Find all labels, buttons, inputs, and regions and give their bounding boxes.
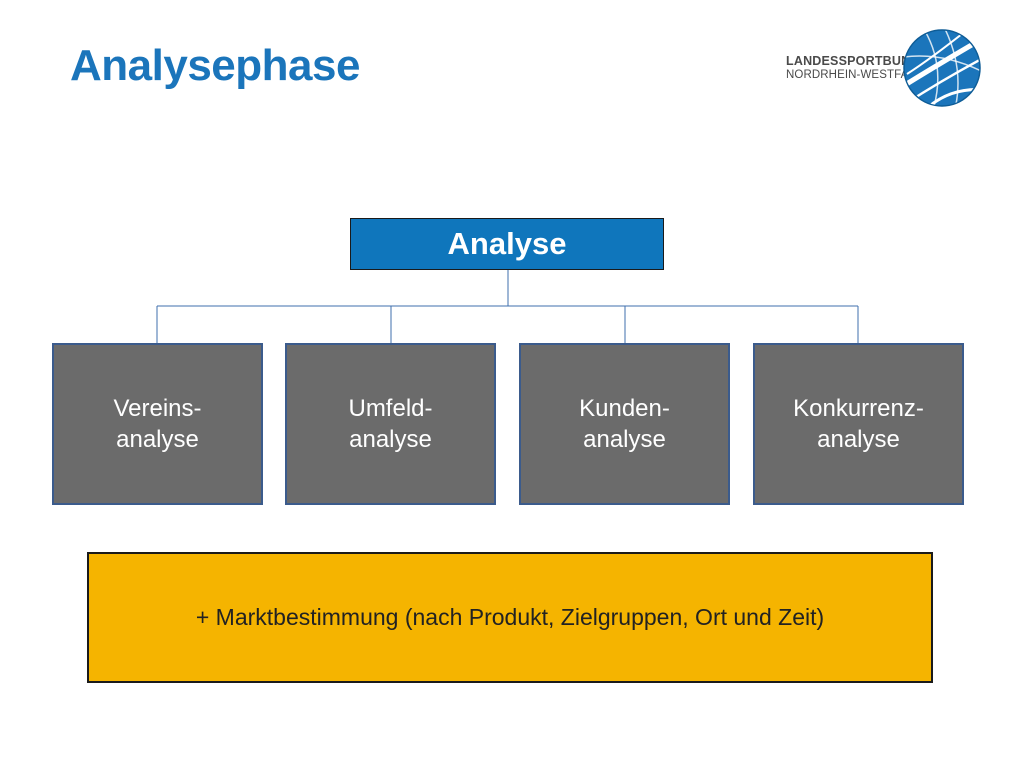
child-node-konkurrenzanalyse: Konkurrenz- analyse	[753, 343, 964, 505]
logo-line-2: NORDRHEIN-WESTFALEN	[786, 69, 932, 81]
child-node-vereinsanalyse: Vereins- analyse	[52, 343, 263, 505]
marktbestimmung-box: + Marktbestimmung (nach Produkt, Zielgru…	[87, 552, 933, 683]
slide-title: Analysephase	[70, 41, 360, 90]
logo-line-1: LANDESSPORTBUND	[786, 54, 920, 68]
child-node-umfeldanalyse: Umfeld- analyse	[285, 343, 496, 505]
child-node-line-2: analyse	[116, 426, 199, 453]
child-node-kundenanalyse: Kunden- analyse	[519, 343, 730, 505]
child-node-line-2: analyse	[583, 426, 666, 453]
child-node-line-2: analyse	[817, 426, 900, 453]
child-node-line-1: Konkurrenz-	[793, 395, 924, 422]
child-node-line-1: Vereins-	[113, 395, 202, 422]
child-node-line-1: Umfeld-	[348, 395, 433, 422]
globe-emblem-icon	[903, 29, 981, 107]
root-node-analyse: Analyse	[350, 218, 664, 270]
child-node-line-2: analyse	[349, 426, 432, 453]
child-node-line-1: Kunden-	[579, 395, 670, 422]
logo-wordmark: LANDESSPORTBUND NORDRHEIN-WESTFALEN	[786, 54, 931, 82]
